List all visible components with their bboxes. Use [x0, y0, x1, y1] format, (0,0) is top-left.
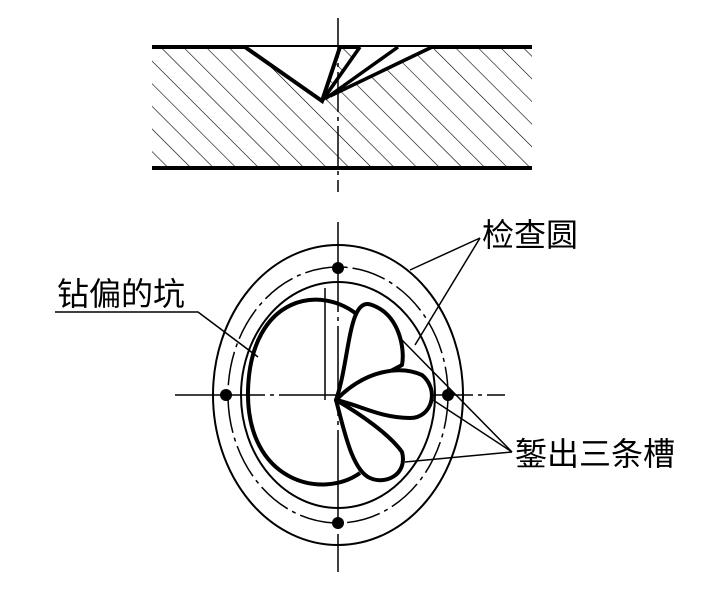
check-point-right: [442, 389, 454, 401]
workpiece-hatching: [152, 47, 532, 168]
leader-offset-pit: [55, 311, 259, 358]
leader-check-inner: [414, 237, 481, 346]
groove-upper: [334, 302, 405, 402]
groove-right: [334, 368, 434, 420]
plan-view: [175, 222, 505, 572]
label-offset-pit: 钻偏的坑: [57, 275, 185, 313]
offset-pit-outline: [245, 297, 362, 487]
check-point-left: [220, 389, 232, 401]
leader-lines: [55, 237, 513, 463]
section-view: [152, 18, 532, 192]
groove-lower: [334, 398, 405, 483]
label-check-circle: 检查圆: [482, 216, 578, 254]
label-three-grooves: 錾出三条槽: [515, 435, 675, 473]
leader-groove-3: [404, 451, 513, 463]
check-point-bottom: [332, 517, 344, 529]
leader-groove-2: [429, 397, 513, 453]
leader-groove-1: [401, 339, 513, 453]
check-point-top: [332, 262, 344, 274]
groove-lines: [320, 45, 433, 103]
leader-check-outer: [409, 237, 481, 271]
